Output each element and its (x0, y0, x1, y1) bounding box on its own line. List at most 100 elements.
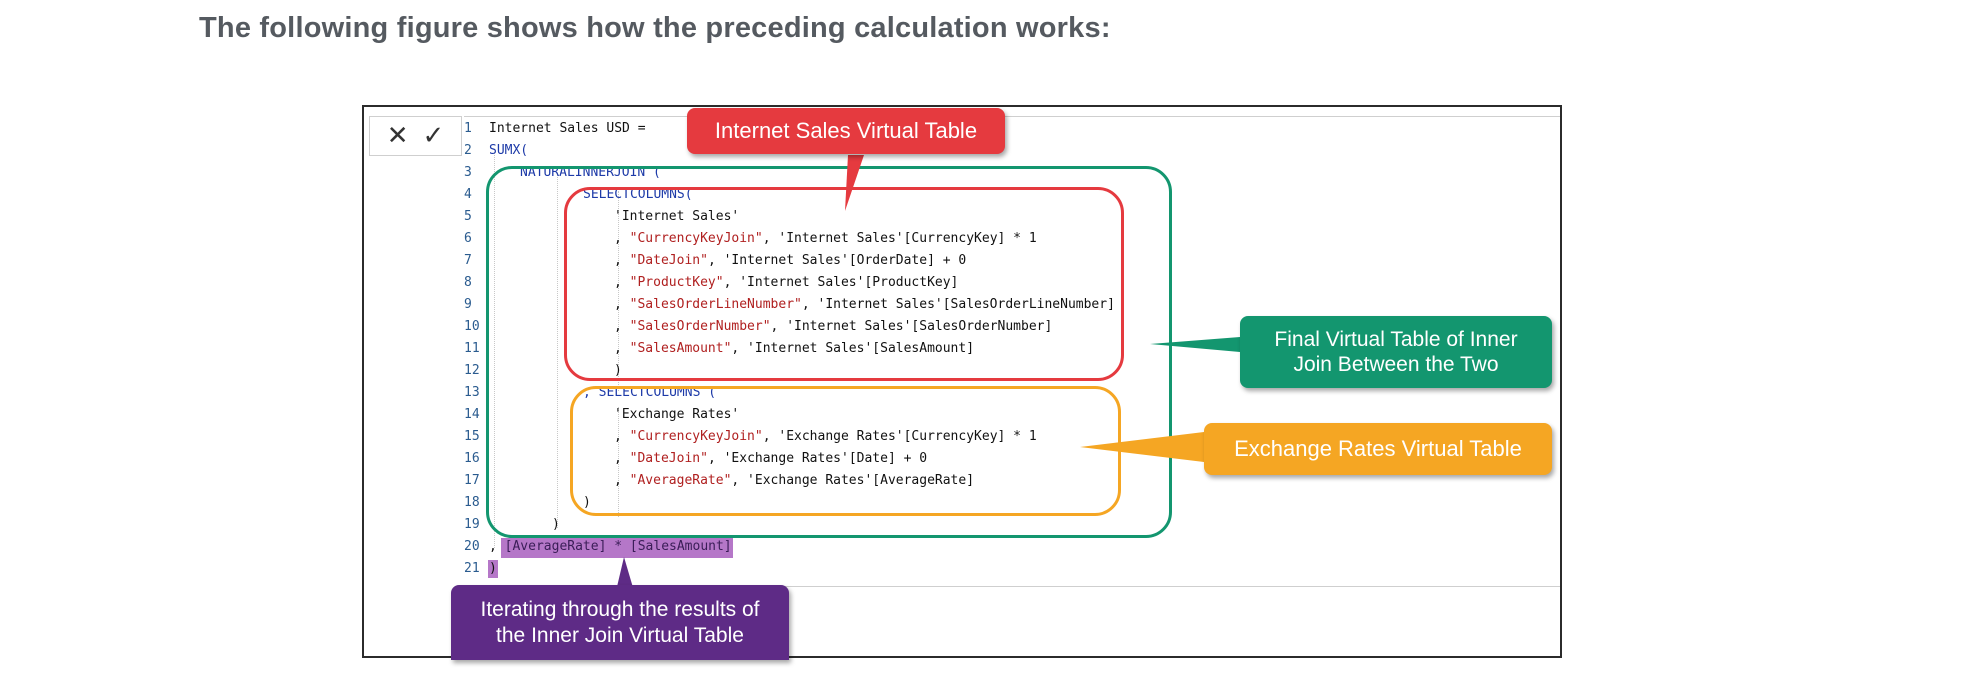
code-text: , (614, 451, 630, 466)
code-string: "DateJoin" (629, 451, 708, 466)
figure: ✕ ✓ 1 2 3 4 5 6 7 8 9 10 11 12 13 14 15 … (362, 105, 1562, 660)
code-text: , (614, 231, 630, 246)
code-line-19: ) (552, 517, 560, 532)
callout-final-join: Final Virtual Table of Inner Join Betwee… (1240, 316, 1552, 388)
code-text: , 'Internet Sales'[SalesOrderLineNumber] (801, 297, 1115, 312)
code-text: , (614, 319, 630, 334)
indent-guide (618, 191, 619, 391)
callout-text: Internet Sales Virtual Table (714, 117, 978, 143)
callout-iterating: Iterating through the results of the Inn… (451, 585, 789, 660)
callout-text: Exchange Rates Virtual Table (1234, 435, 1522, 461)
line-number: 14 (464, 407, 480, 422)
code-text: , 'Internet Sales'[CurrencyKey] * 1 (762, 231, 1037, 246)
code-text: ) (614, 363, 622, 378)
callout-text: Iterating through the results of (480, 598, 760, 622)
code-line-1: Internet Sales USD = (489, 121, 646, 136)
line-number: 17 (464, 473, 480, 488)
code-string: "CurrencyKeyJoin" (629, 231, 763, 246)
line-number: 20 (464, 539, 480, 554)
code-line-9: , "SalesOrderLineNumber", 'Internet Sale… (614, 297, 1115, 312)
code-text: 'Internet Sales' (614, 209, 740, 224)
check-icon[interactable]: ✓ (422, 121, 445, 151)
code-text: Internet Sales USD = (489, 121, 646, 136)
indent-guide (557, 173, 558, 528)
close-icon[interactable]: ✕ (386, 121, 409, 151)
code-text: , (614, 341, 630, 356)
callout-exchange-rates: Exchange Rates Virtual Table (1204, 423, 1552, 475)
code-string: "SalesOrderLineNumber" (629, 297, 802, 312)
code-text: ) (552, 517, 560, 532)
callout-internet-sales: Internet Sales Virtual Table (687, 108, 1005, 154)
code-line-12: ) (614, 363, 622, 378)
code-line-7: , "DateJoin", 'Internet Sales'[OrderDate… (614, 253, 966, 268)
line-number: 2 (464, 143, 472, 158)
line-number: 21 (464, 561, 480, 576)
code-string: "AverageRate" (629, 473, 732, 488)
code-text: , (614, 297, 630, 312)
code-keyword: SELECTCOLUMNS( (583, 187, 693, 202)
code-text: , 'Exchange Rates'[AverageRate] (731, 473, 975, 488)
code-line-16: , "DateJoin", 'Exchange Rates'[Date] + 0 (614, 451, 927, 466)
line-number: 3 (464, 165, 472, 180)
line-number: 12 (464, 363, 480, 378)
code-text: , (614, 275, 630, 290)
code-line-17: , "AverageRate", 'Exchange Rates'[Averag… (614, 473, 974, 488)
line-number: 11 (464, 341, 480, 356)
code-line-15: , "CurrencyKeyJoin", 'Exchange Rates'[Cu… (614, 429, 1037, 444)
indent-guide (618, 407, 619, 517)
line-number: 4 (464, 187, 472, 202)
code-text: , 'Internet Sales'[OrderDate] + 0 (707, 253, 967, 268)
code-line-14: 'Exchange Rates' (614, 407, 739, 422)
code-text: , 'Internet Sales'[SalesAmount] (731, 341, 975, 356)
code-line-20: , [AverageRate] * [SalesAmount] (489, 539, 732, 554)
code-text: [AverageRate] * [SalesAmount] (504, 539, 732, 554)
formula-toolbar: ✕ ✓ (369, 116, 462, 156)
line-number: 6 (464, 231, 472, 246)
code-editor[interactable] (464, 116, 1560, 587)
code-line-6: , "CurrencyKeyJoin", 'Internet Sales'[Cu… (614, 231, 1037, 246)
line-number: 5 (464, 209, 472, 224)
callout-text: Final Virtual Table of Inner (1274, 327, 1518, 351)
line-number: 15 (464, 429, 480, 444)
exchange-rates-box (570, 386, 1121, 516)
code-string: "CurrencyKeyJoin" (629, 429, 763, 444)
code-line-2: SUMX( (489, 143, 528, 158)
code-line-10: , "SalesOrderNumber", 'Internet Sales'[S… (614, 319, 1052, 334)
line-number: 13 (464, 385, 480, 400)
code-line-5: 'Internet Sales' (614, 209, 739, 224)
code-string: "SalesOrderNumber" (629, 319, 771, 334)
code-text: , (489, 539, 505, 554)
code-line-11: , "SalesAmount", 'Internet Sales'[SalesA… (614, 341, 974, 356)
code-line-4: SELECTCOLUMNS( (583, 187, 693, 202)
code-string: "ProductKey" (629, 275, 724, 290)
code-keyword: SUMX( (489, 143, 529, 158)
code-string: "SalesAmount" (629, 341, 732, 356)
line-number: 7 (464, 253, 472, 268)
line-number: 1 (464, 121, 472, 136)
cursor-highlight (488, 560, 498, 578)
code-text: , (614, 473, 630, 488)
line-number: 19 (464, 517, 480, 532)
code-string: "DateJoin" (629, 253, 708, 268)
join-table-box (486, 166, 1172, 538)
callout-text: Join Between the Two (1293, 353, 1499, 376)
expression-highlight (501, 538, 733, 558)
code-text: ) (489, 561, 497, 576)
code-line-8: , "ProductKey", 'Internet Sales'[Product… (614, 275, 958, 290)
code-text: 'Exchange Rates' (614, 407, 740, 422)
internet-sales-box (564, 187, 1124, 381)
line-number: 18 (464, 495, 480, 510)
indent-guide (494, 153, 495, 548)
line-number: 8 (464, 275, 472, 290)
callout-text: the Inner Join Virtual Table (496, 623, 744, 647)
code-text: , 'Exchange Rates'[Date] + 0 (707, 451, 928, 466)
code-text: , 'Internet Sales'[ProductKey] (723, 275, 959, 290)
code-text: , (614, 253, 630, 268)
line-number: 10 (464, 319, 480, 334)
intro-text: The following figure shows how the prece… (199, 12, 1111, 44)
line-number: 16 (464, 451, 480, 466)
code-line-21: ) (489, 561, 497, 576)
code-text: , (614, 429, 630, 444)
code-text: , 'Exchange Rates'[CurrencyKey] * 1 (762, 429, 1037, 444)
line-number: 9 (464, 297, 472, 312)
